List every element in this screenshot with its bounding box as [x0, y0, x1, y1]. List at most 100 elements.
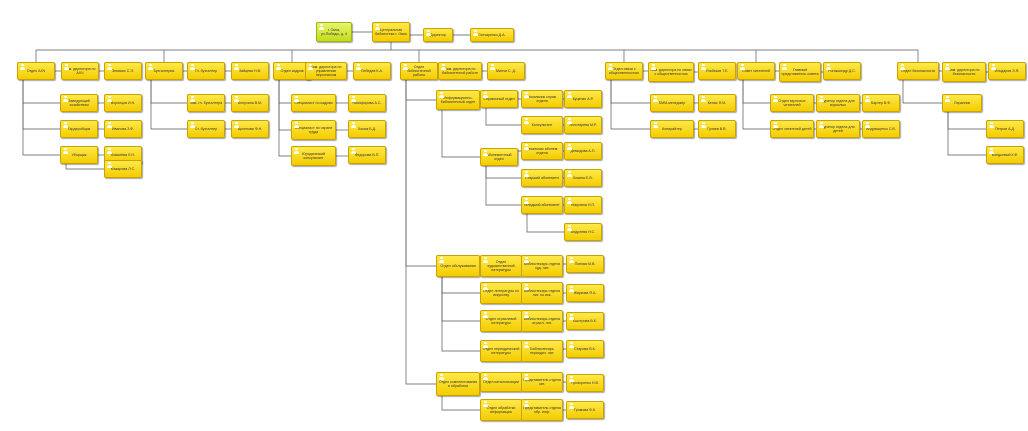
- org-node[interactable]: Гардеробщик: [60, 120, 98, 138]
- org-node[interactable]: Юридический консультант: [291, 146, 336, 166]
- org-node[interactable]: Библиотекарь периодич. лит.: [521, 340, 563, 362]
- org-node[interactable]: Громова Ф.К.: [566, 401, 604, 419]
- org-node[interactable]: Куценко А.Р.: [564, 90, 602, 108]
- org-node[interactable]: Жаркова Я.А.: [566, 284, 604, 302]
- org-node[interactable]: Отдел обработки информации: [480, 399, 522, 421]
- org-node[interactable]: Никулина Н.П.: [564, 196, 602, 214]
- org-node[interactable]: Заведующий хозяйством: [60, 94, 98, 112]
- org-node[interactable]: Отдел библиотечной работы: [400, 62, 438, 80]
- org-node[interactable]: Воронцов И.Н.: [104, 94, 142, 112]
- org-node[interactable]: Хомяк Б.Д.: [348, 120, 386, 138]
- org-node[interactable]: Отдел взрослых читателей: [770, 94, 814, 112]
- org-node[interactable]: Копирайтер: [650, 120, 694, 138]
- org-node[interactable]: Отдел художественной литературы: [480, 255, 522, 277]
- org-node[interactable]: Библиотекарь отдела отрасл. лит.: [521, 310, 563, 332]
- org-node-label: Земских С.Э.: [112, 68, 134, 73]
- org-node[interactable]: Кенас Ф.М.: [698, 94, 736, 112]
- org-node[interactable]: Зайцева Н.В.: [231, 62, 269, 80]
- org-node[interactable]: Зам. директора по управлению персоналом: [305, 62, 347, 80]
- org-node[interactable]: Земских С.Э.: [104, 62, 142, 80]
- org-node[interactable]: Специалист по охране труда: [291, 120, 336, 140]
- org-node[interactable]: Начальник справ. отдела: [521, 90, 563, 108]
- org-node[interactable]: Информационно-библиотечный отдел: [436, 90, 480, 110]
- org-node[interactable]: Зам. директора по АХЧ: [61, 62, 99, 80]
- org-node[interactable]: Отдел безопасности: [897, 62, 939, 80]
- org-node[interactable]: Отдел читателей детей: [770, 120, 814, 138]
- org-node[interactable]: г. Омск, ул.Победы, д. 4: [316, 22, 352, 42]
- org-node[interactable]: Петров А.Д.: [986, 120, 1024, 138]
- org-node[interactable]: Быстрова В.К.: [566, 312, 604, 330]
- org-node[interactable]: Воедьевый К.Ф.: [986, 146, 1024, 164]
- org-node[interactable]: Бухгалтерия: [145, 62, 183, 80]
- org-node[interactable]: Иванова З.Ф.: [104, 120, 142, 138]
- org-node[interactable]: Лебедев К.А.: [353, 62, 391, 80]
- person-icon: [351, 122, 356, 128]
- person-icon: [294, 122, 299, 128]
- org-node[interactable]: Младший абонемент: [521, 196, 563, 214]
- org-node[interactable]: Андреева Н.С.: [564, 223, 602, 241]
- connector-line: [441, 277, 480, 322]
- org-node-label: Зам. директора по безопасности: [948, 67, 980, 76]
- org-node[interactable]: Прохоренко Н.В.: [566, 374, 604, 392]
- org-node[interactable]: Отдел каталогизации: [480, 372, 522, 392]
- org-node[interactable]: Демидова А.П.: [564, 142, 602, 160]
- org-node[interactable]: Ильдаров Э.Я.: [988, 62, 1026, 80]
- org-node[interactable]: Арсенова Ф.Н.: [231, 120, 269, 138]
- person-icon: [773, 96, 778, 102]
- org-node[interactable]: Отдел связи с общественностью: [605, 62, 643, 80]
- org-node[interactable]: Старший абонемент: [521, 169, 563, 187]
- org-node[interactable]: Куратор отдела для взрослых: [816, 94, 860, 112]
- org-node-label: Отдел кадров: [280, 68, 304, 73]
- org-node[interactable]: Отдел отраслевой литературы: [480, 310, 522, 332]
- org-node[interactable]: Справочный отдел: [480, 90, 518, 108]
- org-node[interactable]: Охранник: [942, 94, 982, 112]
- org-node[interactable]: Ульбеков Т.Е.: [698, 62, 736, 80]
- org-node[interactable]: Консультант: [521, 116, 563, 134]
- org-node[interactable]: Старова В.К.: [566, 340, 604, 358]
- org-node[interactable]: Попова М.В.: [566, 255, 604, 273]
- org-node[interactable]: Белухина В.М.: [231, 94, 269, 112]
- person-icon: [865, 96, 870, 102]
- org-node[interactable]: Библиотекарь отдела лит. по иск.: [521, 282, 563, 304]
- org-node[interactable]: Уборщик: [60, 146, 98, 164]
- org-node[interactable]: Бартер В.Ф.: [862, 94, 900, 112]
- org-node[interactable]: Гл. бухгалтер: [187, 62, 225, 80]
- connector-line: [902, 80, 942, 104]
- org-node[interactable]: Макарова Л.С.: [104, 160, 142, 178]
- org-node[interactable]: Куратор отдела для детей: [816, 120, 860, 138]
- org-node[interactable]: Зам. директора по связи с общественность…: [648, 62, 694, 82]
- org-node[interactable]: Отдел обслуживания: [436, 255, 480, 277]
- person-icon: [524, 374, 529, 380]
- org-node[interactable]: Отдел АХЧ: [17, 62, 55, 80]
- org-node[interactable]: Центральная библиотека г. Омск: [372, 22, 410, 42]
- org-node-label: Демидова А.П.: [570, 148, 596, 153]
- org-node[interactable]: Специалист по кадрам: [291, 94, 336, 112]
- org-node[interactable]: Золотарева М.Р.: [564, 116, 602, 134]
- org-node[interactable]: Минчи С. Д.: [487, 62, 525, 80]
- org-node[interactable]: Представитель отдела кат.: [521, 372, 563, 392]
- org-node[interactable]: Начальник абонем. отдела: [521, 142, 563, 160]
- org-node[interactable]: Директор: [423, 28, 453, 42]
- org-node[interactable]: Совет читателей: [737, 62, 775, 80]
- org-node[interactable]: Зам. директора по безопасности: [942, 62, 986, 82]
- org-node-label: Главный представитель совета: [781, 67, 819, 76]
- org-node[interactable]: Никифорова А.С.: [348, 94, 386, 112]
- org-node[interactable]: Гуляев В.В.: [698, 120, 736, 138]
- org-node[interactable]: Гончаренко Д.А.: [470, 28, 514, 42]
- org-node[interactable]: Отдел комплектования и обработки: [436, 372, 480, 396]
- org-node[interactable]: Зам. директора по библиотечной работе: [438, 62, 482, 80]
- org-node[interactable]: Абонементный отдел: [480, 148, 518, 166]
- org-node[interactable]: Главный представитель совета: [779, 62, 821, 82]
- org-node[interactable]: Рогожкиндр Д.С.: [823, 62, 861, 80]
- org-node[interactable]: Ст. бухгалтер: [187, 120, 225, 138]
- org-node[interactable]: SMM-менеджер: [650, 94, 694, 112]
- org-node[interactable]: Федорова В.П.: [348, 146, 386, 164]
- org-node[interactable]: Представитель отдела обр. инф.: [521, 399, 563, 421]
- org-node[interactable]: Отдел литературы по искусству: [480, 282, 522, 304]
- org-node[interactable]: Зам. гл. бухгалтера: [187, 94, 225, 112]
- person-icon: [900, 64, 905, 70]
- org-node[interactable]: Кокина Е.В.: [564, 169, 602, 187]
- org-node[interactable]: Отдел периодической литературы: [480, 340, 522, 362]
- org-node[interactable]: Андрющенко С.В.: [862, 120, 900, 138]
- org-node[interactable]: Библиотекарь отдела худ. лит.: [521, 255, 563, 277]
